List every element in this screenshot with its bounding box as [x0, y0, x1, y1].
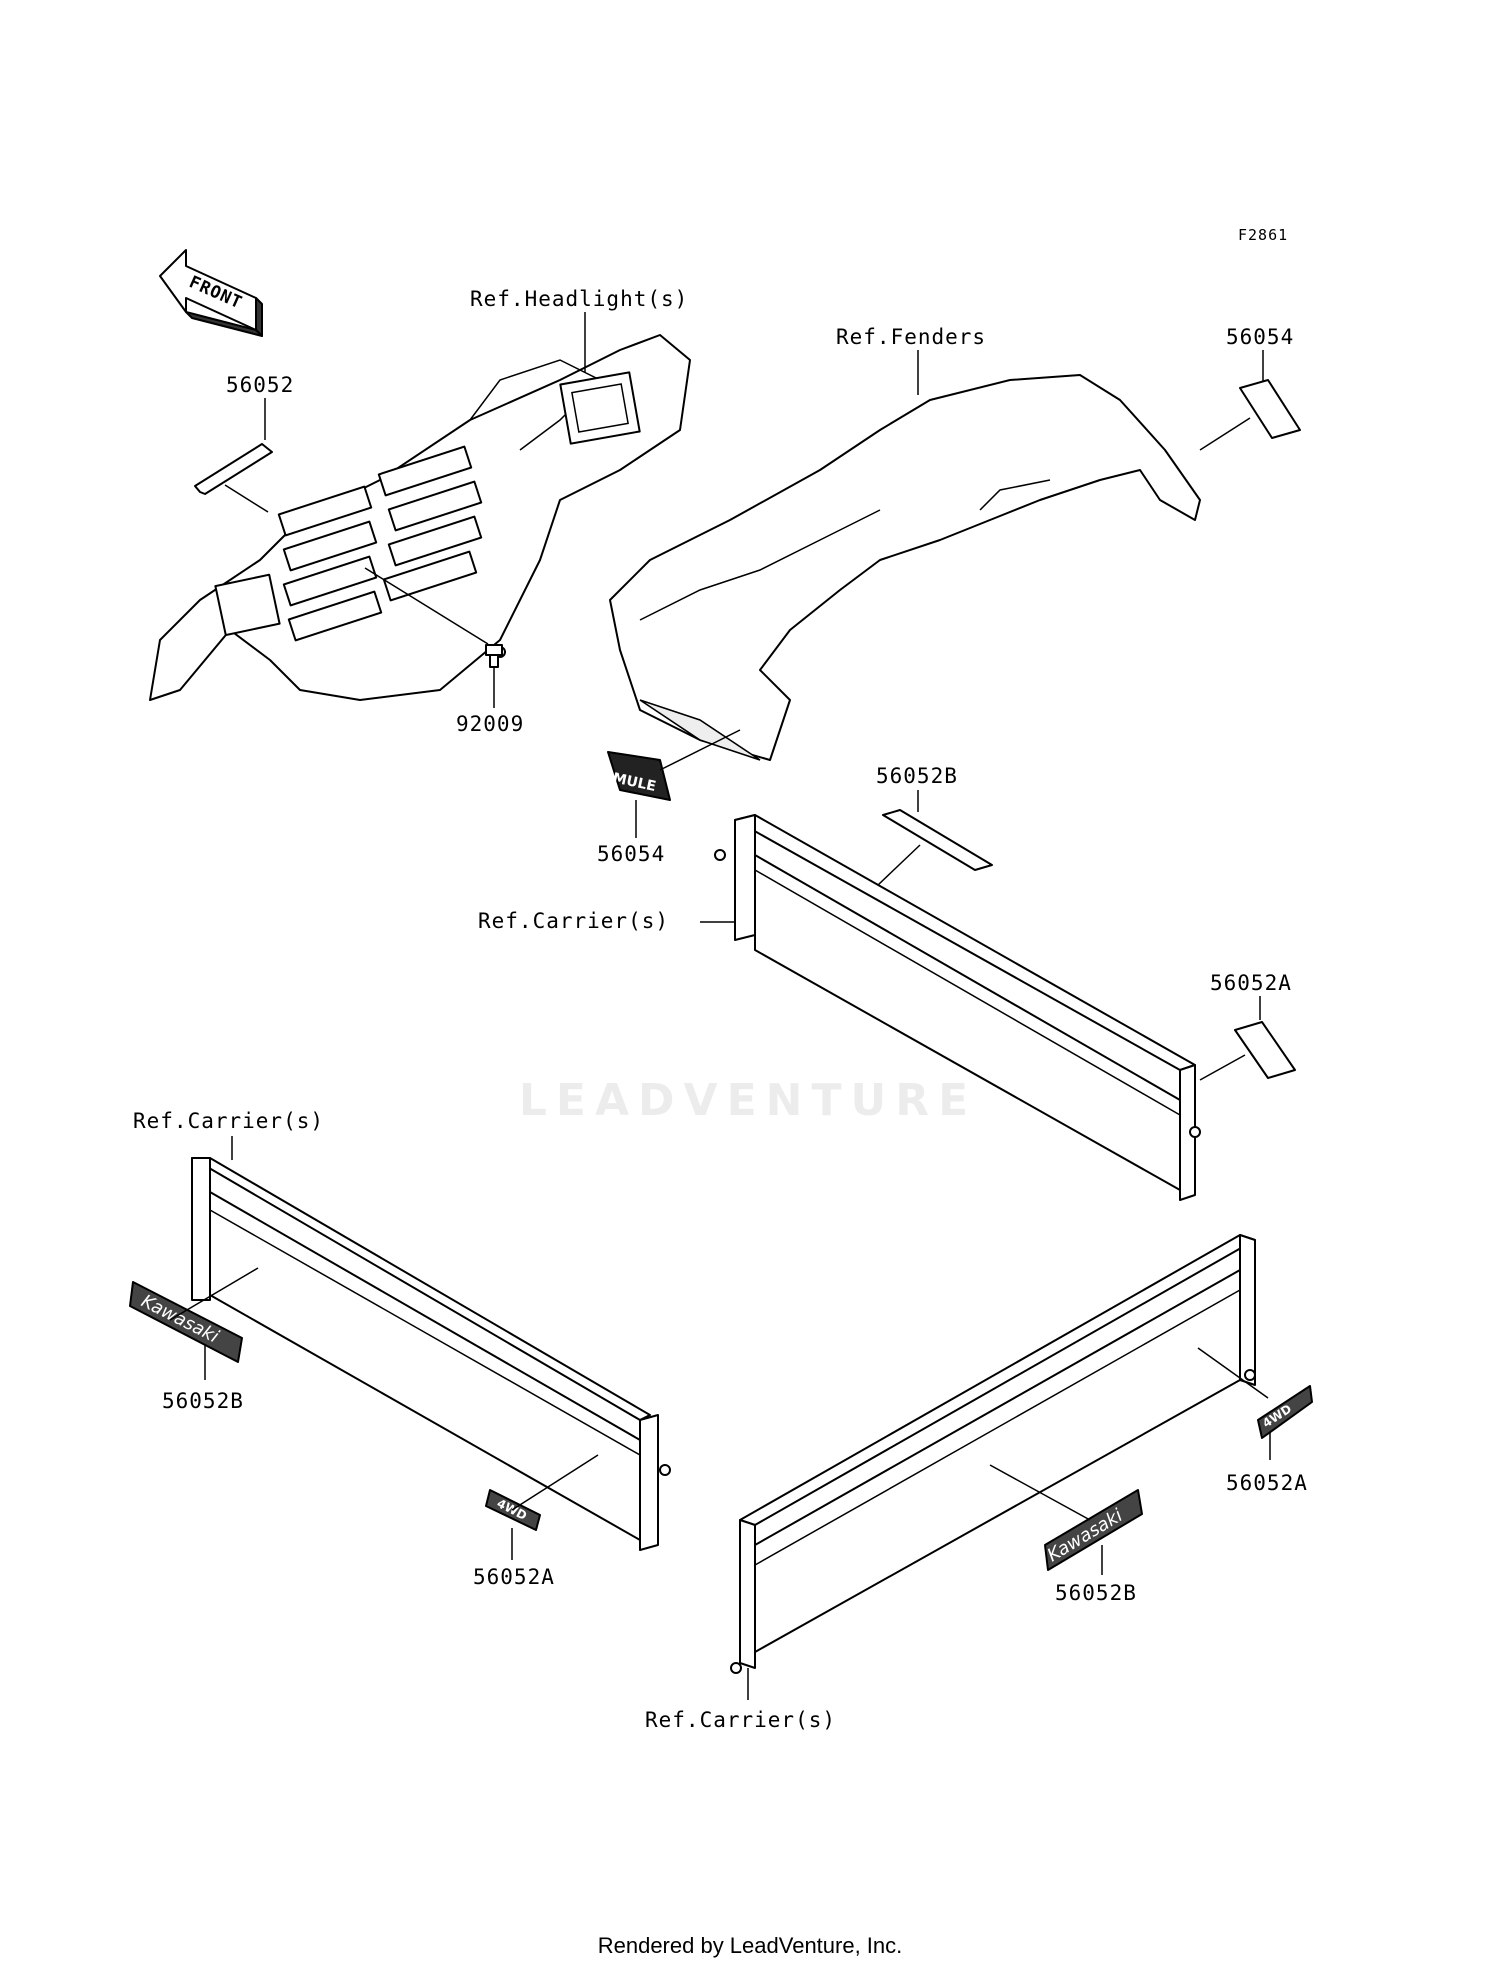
front-panel — [149, 334, 691, 701]
part-56052: 56052 — [226, 373, 294, 397]
front-arrow-icon: FRONT — [159, 249, 263, 337]
decal-56052A-right — [1234, 1021, 1296, 1079]
part-56054-top: 56054 — [1226, 325, 1294, 349]
ref-carrier-bottom-label: Ref.Carrier(s) — [645, 1708, 836, 1732]
bolt-92009-icon — [485, 644, 503, 668]
watermark-logo: LEADVENTURE — [518, 1075, 978, 1126]
ref-carrier-right-label: Ref.Carrier(s) — [478, 909, 669, 933]
fender — [609, 374, 1201, 761]
grille-slats — [277, 445, 483, 642]
decal-56054-top — [1239, 379, 1301, 439]
footer-credit: Rendered by LeadVenture, Inc. — [597, 1933, 903, 1958]
4wd-decal-right: 4WD — [1257, 1385, 1313, 1439]
part-56052A-right: 56052A — [1210, 971, 1292, 995]
ref-fenders-label: Ref.Fenders — [836, 325, 986, 349]
part-56052B-top: 56052B — [876, 764, 958, 788]
part-56054-bottom: 56054 — [597, 842, 665, 866]
ref-carrier-left-label: Ref.Carrier(s) — [133, 1109, 324, 1133]
part-56052A-bottom-right: 56052A — [1226, 1471, 1308, 1495]
carrier-panel-lower — [730, 1234, 1256, 1674]
part-56052B-left: 56052B — [162, 1389, 244, 1413]
ref-headlights-label: Ref.Headlight(s) — [470, 287, 688, 311]
part-56052B-bottom: 56052B — [1055, 1581, 1137, 1605]
carrier-panel-left — [191, 1157, 671, 1551]
mule-decal: MULE — [607, 751, 671, 801]
part-56052A-left: 56052A — [473, 1565, 555, 1589]
decal-56052B-top — [882, 809, 993, 871]
kawasaki-text-bottom: Kawasaki — [1044, 1505, 1127, 1566]
part-92009: 92009 — [456, 712, 524, 736]
carrier-panel-upper — [714, 814, 1201, 1201]
figure-code: F2861 — [1238, 226, 1288, 244]
bracket-56052 — [194, 443, 273, 495]
